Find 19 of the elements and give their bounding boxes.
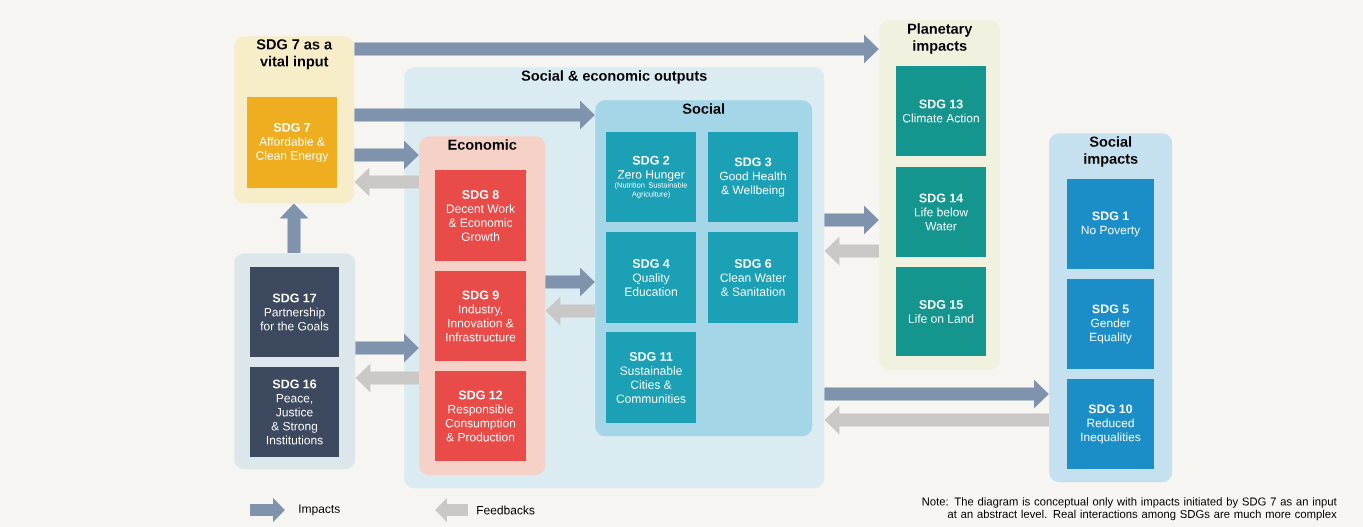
goal-box: SDG 7 Affordable & Clean Energy bbox=[247, 97, 337, 188]
goal-box: SDG 1 No Poverty bbox=[1067, 179, 1154, 269]
goal-box: SDG 17 Partnership for the Goals bbox=[250, 267, 339, 357]
goal-box: SDG 12 Responsible Consumption & Production bbox=[435, 371, 526, 461]
goal-box: SDG 8 Decent Work & Economic Growth bbox=[435, 170, 526, 261]
goal-box: SDG 10 Reduced Inequalities bbox=[1067, 379, 1154, 469]
goal-box: SDG 5 Gender Equality bbox=[1067, 279, 1154, 369]
goal-box: SDG 4 Quality Education bbox=[606, 232, 696, 323]
goal-box: SDG 15 Life on Land bbox=[896, 267, 986, 356]
goal-box: SDG 13 Climate Action bbox=[896, 66, 986, 156]
legend-label: Impacts bbox=[299, 504, 340, 516]
legend-label: Feedbacks bbox=[477, 505, 535, 515]
goal-box: SDG 14 Life below Water bbox=[896, 167, 986, 257]
goal-box: SDG 6 Clean Water & Sanitation bbox=[708, 232, 798, 323]
goal-box: SDG 3 Good Health & Wellbeing bbox=[708, 132, 798, 222]
note-text: Note: The diagram is conceptual only with impacts initiated by SDG 7 as an input at an abstract level. Real interactions among SDGs are much more complex bbox=[922, 497, 1337, 521]
goal-box: SDG 11 Sustainable Cities & Communities bbox=[606, 332, 696, 423]
goal-box: SDG 16 Peace, Justice & Strong Institutions bbox=[250, 367, 339, 457]
goal-box: SDG 9 Industry, Innovation & Infrastructure bbox=[435, 271, 526, 361]
